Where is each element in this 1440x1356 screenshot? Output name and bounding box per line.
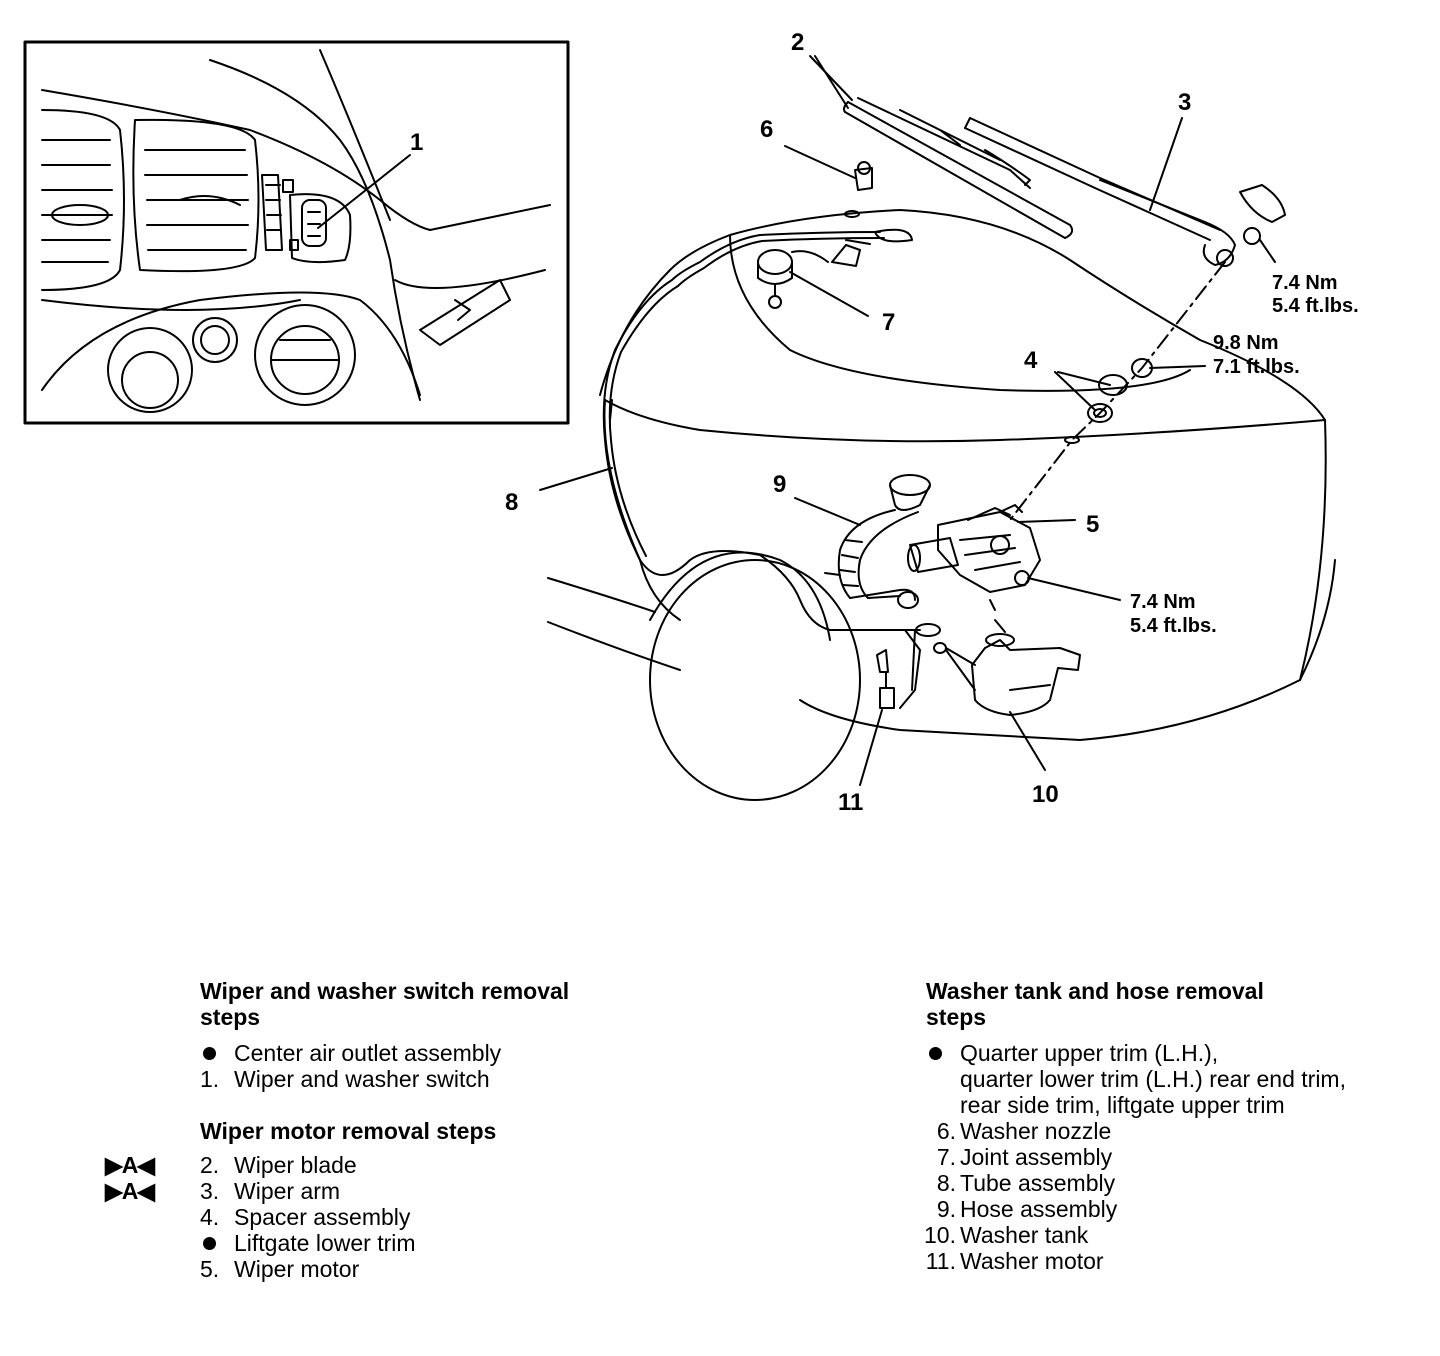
procedure-mark: ▶A◀ xyxy=(105,1152,155,1178)
tank-step: 10.Washer tank xyxy=(924,1222,1089,1248)
climate-knob-small xyxy=(192,317,238,363)
right-text-column: Washer tank and hose removal steps Quart… xyxy=(924,978,1426,1274)
joint-assembly xyxy=(757,228,913,309)
washer-nozzle xyxy=(844,161,873,218)
tank-removal-title: Washer tank and hose removal steps xyxy=(926,978,1264,1030)
torque-spacer-ftlbs: 7.1 ft.lbs. xyxy=(1213,356,1300,378)
callout-1: 1 xyxy=(410,129,423,156)
left-air-vent xyxy=(41,109,125,291)
washer-tank xyxy=(933,619,1081,716)
callout-4: 4 xyxy=(1024,347,1038,374)
wiper-switch-panel xyxy=(261,174,352,264)
callout-11: 11 xyxy=(838,789,863,816)
bullet-dot xyxy=(203,1237,216,1250)
tank-step: 7.Joint assembly xyxy=(936,1144,1113,1170)
switch-step: 1.Wiper and washer switch xyxy=(200,1066,490,1092)
wiper-arm xyxy=(964,117,1236,267)
callout-3: 3 xyxy=(1178,89,1191,116)
wiper-system-diagram: 1 2 3 4 5 6 7 8 9 10 11 7.4 Nm 5.4 ft.lb… xyxy=(23,29,1359,816)
callout-9: 9 xyxy=(773,471,786,498)
motor-step: 4.Spacer assembly xyxy=(200,1204,411,1230)
wiper-motor xyxy=(907,504,1041,611)
bullet-dot xyxy=(203,1047,216,1060)
tank-step: 11.Washer motor xyxy=(925,1248,1104,1274)
procedure-mark: ▶A◀ xyxy=(105,1178,155,1204)
rear-tire xyxy=(649,551,861,801)
arm-cap xyxy=(1239,184,1286,263)
switch-removal-title: Wiper and washer switch removal steps xyxy=(200,978,570,1030)
tube-assembly xyxy=(602,231,941,709)
torque-motor-ftlbs: 5.4 ft.lbs. xyxy=(1130,615,1217,637)
torque-motor-nm: 7.4 Nm xyxy=(1130,591,1196,613)
center-air-vent xyxy=(132,118,260,273)
climate-knob-right xyxy=(254,304,356,406)
tank-step: 8.Tube assembly xyxy=(936,1170,1116,1196)
liftgate-body xyxy=(547,209,1336,741)
switch-step: Center air outlet assembly xyxy=(200,1040,660,1066)
motor-step: ▶A◀3.Wiper arm xyxy=(105,1178,341,1204)
motor-step: 5.Wiper motor xyxy=(200,1256,360,1282)
washer-motor xyxy=(876,649,895,709)
torque-spacer-nm: 9.8 Nm xyxy=(1213,332,1279,354)
callout-6: 6 xyxy=(760,116,773,143)
torque-arm-ftlbs: 5.4 ft.lbs. xyxy=(1272,295,1359,317)
hose-assembly xyxy=(824,474,931,609)
left-text-column: Wiper and washer switch removal steps Ce… xyxy=(105,978,660,1282)
motor-step: Liftgate lower trim xyxy=(200,1230,660,1256)
callout-8: 8 xyxy=(505,489,518,516)
leader-lines xyxy=(539,55,1206,786)
bullet-dot xyxy=(929,1047,942,1060)
motor-removal-title: Wiper motor removal steps xyxy=(200,1118,497,1144)
tank-step: 9.Hose assembly xyxy=(936,1196,1118,1222)
tank-step: 6.Washer nozzle xyxy=(936,1118,1112,1144)
motor-step: ▶A◀2.Wiper blade xyxy=(105,1152,357,1178)
inset-panel xyxy=(23,40,570,425)
climate-knob-left xyxy=(107,327,193,413)
tank-step: Quarter upper trim (L.H.), quarter lower… xyxy=(926,1040,1426,1118)
callout-5: 5 xyxy=(1086,511,1099,538)
torque-arm-nm: 7.4 Nm xyxy=(1272,272,1338,294)
callout-2: 2 xyxy=(791,29,804,56)
wiper-blade xyxy=(843,97,1074,239)
callout-10: 10 xyxy=(1032,781,1059,808)
callout-7: 7 xyxy=(882,309,895,336)
